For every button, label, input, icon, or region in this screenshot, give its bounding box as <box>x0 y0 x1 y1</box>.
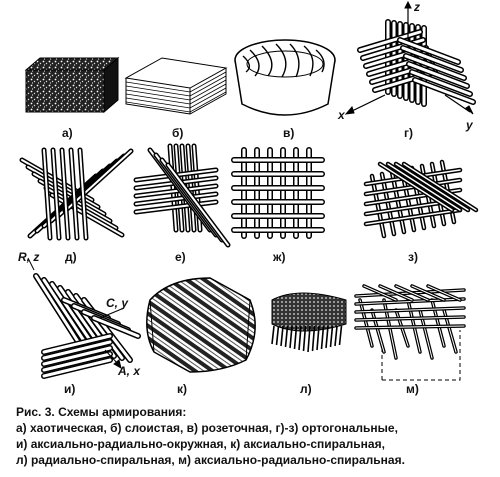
radial-fiber <box>302 325 307 352</box>
fiber-rod-core <box>403 163 477 211</box>
fiber-rod-core <box>167 164 229 246</box>
panel-label-e: е) <box>175 250 186 264</box>
radial-fiber <box>293 325 298 350</box>
caption-line-1: а) хаотическая, б) слоистая, в) розеточн… <box>16 421 398 435</box>
fiber-rod-core <box>135 201 217 213</box>
radial-fiber <box>325 325 329 349</box>
panel-label-g: г) <box>404 126 413 140</box>
radial-fiber <box>280 325 284 347</box>
fiber-rod-core <box>43 149 51 239</box>
fiber-rod-core <box>404 54 466 80</box>
radial-fiber <box>320 325 325 350</box>
panel-label-k: к) <box>177 382 188 396</box>
panel-d-orthogonal <box>19 147 134 241</box>
fiber-rod-core <box>92 316 140 338</box>
fiber-rod-core <box>42 334 112 354</box>
fiber-rod-core <box>371 309 385 353</box>
figure-caption: Рис. 3. Схемы армирования: а) хаотическа… <box>16 404 486 468</box>
panel-label-i: и) <box>64 382 76 396</box>
fiber-rod-core <box>381 173 395 235</box>
panel-label-a: а) <box>62 126 73 140</box>
panel-zh-orthogonal-grid <box>231 147 325 239</box>
radial-fiber <box>316 325 320 351</box>
panel-label-v: в) <box>283 126 295 140</box>
fiber-rod-core <box>413 78 475 104</box>
panel-label-m: м) <box>406 382 419 396</box>
radial-fiber <box>311 325 316 352</box>
fiber-rod-core <box>387 163 461 211</box>
panel-k-axial-spiral <box>146 277 256 373</box>
caption-title: Рис. 3. Схемы армирования: <box>16 405 187 419</box>
fiber-rod-core <box>169 145 177 231</box>
fiber-rod-core <box>355 298 465 305</box>
panel-z-orthogonal <box>363 159 479 239</box>
fiber-rod-core <box>410 70 472 96</box>
fiber-rod-core <box>34 274 84 350</box>
fiber-rod-core <box>42 278 92 352</box>
panel-label-b: б) <box>172 126 184 140</box>
radial-fiber <box>338 325 343 346</box>
fiber-rod-core <box>371 175 385 237</box>
axis-label-x: x <box>338 108 345 122</box>
panel-b-layered-plates <box>124 57 228 115</box>
panel-m-axial-radial-spiral <box>354 284 466 381</box>
fiber-rod-core <box>42 340 112 360</box>
radial-fiber <box>329 325 334 348</box>
axis-label-y: y <box>466 118 473 132</box>
fiber-rod-core <box>79 149 87 239</box>
panel-v-rosette-cup <box>234 39 336 116</box>
radial-fiber <box>334 325 338 347</box>
axis-label-cy: C, y <box>106 296 129 310</box>
fiber-rod-core <box>70 149 78 239</box>
radial-fiber <box>298 325 302 351</box>
panel-g-orthogonal-3d <box>344 0 476 115</box>
fiber-rod-core <box>407 62 469 88</box>
panel-a-chaotic-block <box>24 56 120 114</box>
fiber-rod-core <box>355 325 465 329</box>
axis-label-rz: R, z <box>18 250 40 264</box>
reinforcement-schemes-figure <box>19 0 479 381</box>
panel-e-orthogonal <box>133 143 231 248</box>
fiber-rod-core <box>427 285 461 301</box>
fiber-rod-core <box>42 358 112 378</box>
fiber-rod-core <box>355 307 465 313</box>
fiber-rod-core <box>365 209 461 225</box>
fiber-rod-core <box>52 149 60 239</box>
fiber-rod-core <box>61 149 69 239</box>
panel-label-d: д) <box>65 250 77 264</box>
panel-label-zh: ж) <box>273 250 286 264</box>
fiber-rod-core <box>355 316 465 321</box>
axis-label-ax: A, x <box>118 364 141 378</box>
fiber-rod-core <box>42 346 112 366</box>
panel-label-z: з) <box>408 250 418 264</box>
fiber-rod-core <box>135 185 217 197</box>
axis-label-z: z <box>414 0 420 14</box>
radial-fiber <box>275 325 280 346</box>
fiber-rod-core <box>358 30 422 52</box>
panel-l-radial-spiral <box>271 292 347 353</box>
radial-fiber <box>307 325 311 353</box>
radial-fiber <box>284 325 289 348</box>
fiber-rod-core <box>411 285 445 301</box>
fiber-rod-core <box>395 285 429 301</box>
caption-line-3: л) радиально-спиральная, м) аксиально-ра… <box>16 453 405 467</box>
fiber-rod-core <box>401 46 463 72</box>
radial-fiber <box>289 325 293 349</box>
fiber-rod-core <box>395 163 469 211</box>
caption-line-2: и) аксиально-радиально-окружная, к) акси… <box>16 437 385 451</box>
fiber-rod-core <box>135 193 217 205</box>
panel-i-axial-radial-circumferential <box>27 257 141 379</box>
fiber-rod-core <box>363 285 397 301</box>
fiber-rod-core <box>379 163 453 211</box>
fiber-rod-core <box>431 299 445 347</box>
fiber-rod-core <box>398 38 460 64</box>
fiber-rod-core <box>359 299 373 347</box>
fiber-rod-core <box>42 352 112 372</box>
radial-fiber <box>271 325 275 345</box>
panel-label-l: л) <box>300 382 312 396</box>
fiber-rod-core <box>379 285 413 301</box>
